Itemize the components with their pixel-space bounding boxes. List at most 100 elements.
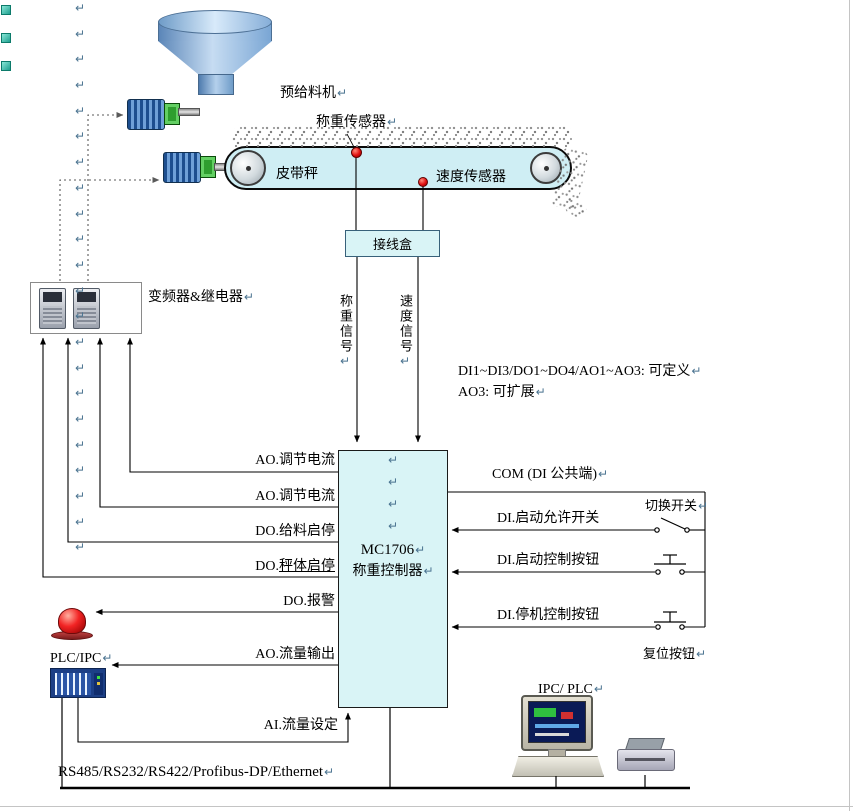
return-mark: ↵ <box>75 514 86 529</box>
return-mark: ↵ <box>75 334 86 349</box>
return-mark: ↵ <box>387 115 398 129</box>
revision-mark-icon <box>1 61 11 71</box>
return-mark: ↵ <box>593 682 604 696</box>
junction-box: 接线盒 <box>345 230 440 257</box>
page-bottom-edge <box>0 806 853 807</box>
inverter-relay-cabinet <box>30 282 142 334</box>
return-mark: ↵ <box>75 206 86 221</box>
com-label: COM (DI 公共端)↵ <box>492 467 609 482</box>
junction-box-label: 接线盒 <box>372 237 412 252</box>
material-flow-texture <box>232 126 572 148</box>
speed-signal-label: 速度信号↵ <box>398 294 413 370</box>
weight-sensor-label: 称重传感器↵ <box>316 115 398 130</box>
di-stop-label: DI.停机控制按钮 <box>497 608 600 623</box>
plc-terminal-stripes <box>55 673 91 695</box>
hopper-mouth <box>158 10 272 34</box>
screen-graphic <box>534 708 556 717</box>
return-mark: ↵ <box>75 232 86 247</box>
return-mark: ↵ <box>324 765 335 779</box>
inverter-label: 变频器&继电器↵ <box>148 290 254 305</box>
return-mark: ↵ <box>535 385 546 399</box>
plc-status-panel <box>94 673 103 695</box>
screen-graphic <box>535 724 579 728</box>
feeder-motor-icon <box>127 97 181 133</box>
speed-sensor-dot <box>418 177 428 187</box>
screen-graphic <box>561 712 573 719</box>
return-mark: ↵ <box>387 519 399 533</box>
ao-flow-label: AO.流量输出 <box>255 647 335 662</box>
plc-device-icon <box>50 668 106 698</box>
fieldbus-lines <box>60 698 690 790</box>
return-mark: ↵ <box>75 412 86 426</box>
return-mark: ↵ <box>102 651 113 665</box>
return-mark: ↵ <box>75 26 86 41</box>
weight-signal-label: 称重信号↵ <box>338 294 353 370</box>
revision-mark-icon <box>1 33 11 43</box>
screen-graphic <box>535 733 569 736</box>
return-mark: ↵ <box>338 354 352 370</box>
do-scale-label: DO.秤体启停 <box>255 559 335 574</box>
printer-icon <box>617 738 675 776</box>
sensor-lines <box>346 133 424 230</box>
ai-set-label: AI.流量设定 <box>263 718 338 733</box>
return-mark: ↵ <box>598 467 609 481</box>
return-mark: ↵ <box>75 257 86 272</box>
return-mark: ↵ <box>75 78 86 93</box>
inverter-drive-icon <box>39 288 66 329</box>
controller-model: MC1706↵ <box>360 542 426 558</box>
alarm-beacon-icon <box>58 608 86 634</box>
margin-return-marks: ↵↵↵↵↵↵↵↵↵↵↵↵↵↵↵↵↵↵↵↵↵↵ <box>74 1 85 566</box>
return-mark: ↵ <box>75 386 86 401</box>
ipc-plc-label: IPC/ PLC↵ <box>538 682 604 697</box>
return-mark: ↵ <box>75 52 86 67</box>
return-mark: ↵ <box>75 489 86 504</box>
revision-mark-icon <box>1 5 11 15</box>
weight-sensor-dot <box>351 147 362 158</box>
motor-body <box>163 152 201 183</box>
return-mark: ↵ <box>698 499 709 513</box>
controller-return-marks: ↵ ↵ ↵ ↵ <box>338 453 448 541</box>
left-roller-icon <box>230 150 266 186</box>
return-mark: ↵ <box>415 543 426 557</box>
ao-regulate2-label: AO.调节电流 <box>255 489 335 504</box>
computer-monitor-icon <box>521 695 593 751</box>
prefeeder-label: 预给料机↵ <box>280 86 348 101</box>
return-mark: ↵ <box>75 103 86 118</box>
return-mark: ↵ <box>387 475 399 489</box>
ao-do-output-lines <box>40 337 351 743</box>
reset-button-label: 复位按钮↵ <box>643 646 707 661</box>
return-mark: ↵ <box>75 155 86 170</box>
return-mark: ↵ <box>75 463 86 478</box>
io-definition-note: DI1~DI3/DO1~DO4/AO1~AO3: 可定义↵ <box>458 364 702 379</box>
return-mark: ↵ <box>398 354 412 370</box>
fieldbus-label: RS485/RS232/RS422/Profibus-DP/Ethernet↵ <box>58 764 335 780</box>
return-mark: ↵ <box>696 647 707 661</box>
speed-sensor-label: 速度传感器 <box>436 170 506 185</box>
return-mark: ↵ <box>75 437 86 452</box>
printer-output-slot <box>625 758 665 761</box>
motor-power-lines <box>59 112 160 281</box>
return-mark: ↵ <box>387 453 399 467</box>
page-right-edge <box>849 0 850 811</box>
return-mark: ↵ <box>337 86 348 100</box>
stop-pushbutton-symbol <box>654 611 686 630</box>
belt-scale-label: 皮带秤 <box>276 167 318 182</box>
start-pushbutton-symbol <box>654 554 686 575</box>
do-alarm-label: DO.报警 <box>283 594 335 609</box>
return-mark: ↵ <box>75 360 86 375</box>
plc-ipc-label: PLC/IPC↵ <box>50 651 113 666</box>
ao3-expand-note: AO3: 可扩展↵ <box>458 385 546 400</box>
return-mark: ↵ <box>75 540 86 555</box>
monitor-screen <box>528 701 586 743</box>
toggle-switch-label: 切换开关↵ <box>645 498 709 513</box>
return-mark: ↵ <box>75 309 86 324</box>
feeder-shaft <box>178 108 200 116</box>
return-mark: ↵ <box>75 1 86 15</box>
ao-regulate1-label: AO.调节电流 <box>255 453 335 468</box>
return-mark: ↵ <box>75 283 86 298</box>
signal-lines <box>354 257 421 443</box>
return-mark: ↵ <box>75 129 86 144</box>
hopper-outlet <box>198 74 234 95</box>
motor-body <box>127 99 165 130</box>
